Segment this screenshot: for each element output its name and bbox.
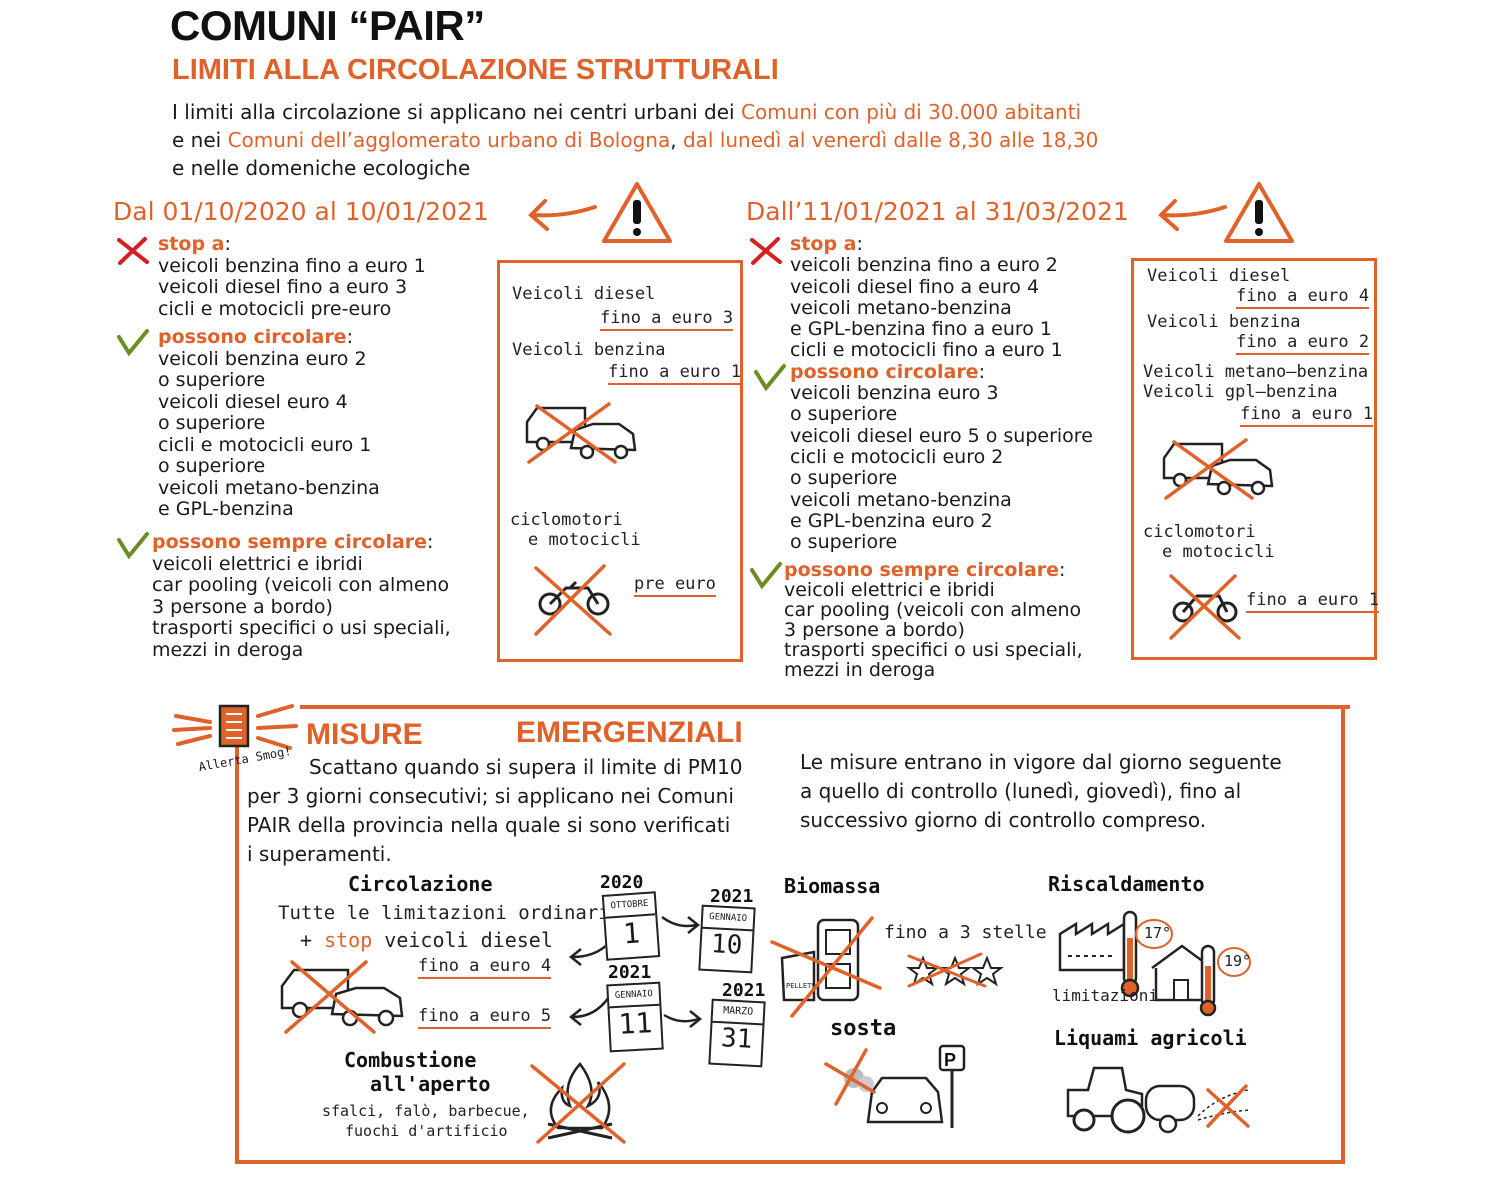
check-icon bbox=[117, 532, 149, 560]
emergency-right-text: Le misure entrano in vigore dal giorno s… bbox=[800, 750, 1282, 832]
period2-lists: stop a: veicoli benzina fino a euro 2 ve… bbox=[790, 233, 1093, 554]
box1-benzina-limit: fino a euro 1 bbox=[608, 362, 742, 385]
circolazione-line1: Tutte le limitazioni ordinarie bbox=[278, 902, 622, 924]
crossed-tractor-icon bbox=[1066, 1066, 1251, 1134]
crossed-parking-icon: P bbox=[824, 1044, 966, 1128]
combustione-title-2: all'aperto bbox=[370, 1072, 491, 1096]
intro-text: I limiti alla circolazione si applicano … bbox=[172, 100, 1099, 180]
box2-moto-label-2: e motocicli bbox=[1162, 542, 1275, 562]
box2-benzina-limit: fino a euro 2 bbox=[1236, 332, 1370, 355]
box2-metano-limit: fino a euro 1 bbox=[1240, 404, 1374, 427]
box2-diesel-limit: fino a euro 4 bbox=[1236, 286, 1370, 309]
crossed-vehicles-icon bbox=[1162, 438, 1274, 500]
box1-moto-label-2: e motocicli bbox=[528, 530, 641, 550]
calendar1: OTTOBRE 1 bbox=[601, 891, 661, 961]
emergency-title-b: EMERGENZIALI bbox=[516, 716, 743, 749]
riscaldamento-label: limitazioni bbox=[1052, 986, 1158, 1005]
liquami-title: Liquami agricoli bbox=[1054, 1026, 1247, 1050]
box1-diesel-limit: fino a euro 3 bbox=[600, 308, 734, 331]
page-subtitle: LIMITI ALLA CIRCOLAZIONE STRUTTURALI bbox=[172, 54, 779, 86]
cross-icon bbox=[750, 237, 782, 265]
period2-always-list: possono sempre circolare: veicoli elettr… bbox=[784, 559, 1083, 681]
riscaldamento-title: Riscaldamento bbox=[1048, 872, 1205, 896]
arrow-left-icon bbox=[528, 199, 597, 231]
check-icon bbox=[117, 329, 149, 357]
period1-always-list: possono sempre circolare: veicoli elettr… bbox=[152, 531, 451, 661]
box2-metano-label: Veicoli metano–benzina bbox=[1143, 362, 1369, 382]
box2-moto-limit: fino a euro 1 bbox=[1246, 590, 1380, 613]
period1-box bbox=[497, 260, 743, 662]
calendar4: MARZO 31 bbox=[708, 998, 766, 1068]
calendar3-year: 2021 bbox=[608, 962, 652, 983]
warning-icon bbox=[1224, 182, 1294, 243]
arrow-left-icon bbox=[1158, 199, 1227, 231]
circolazione-line2: + stop veicoli diesel bbox=[300, 928, 553, 952]
box1-moto-limit: pre euro bbox=[634, 574, 716, 597]
calendar2-year: 2021 bbox=[710, 886, 754, 907]
arrows-right-icon bbox=[661, 915, 703, 1028]
crossed-stars-icon bbox=[906, 952, 1004, 988]
crossed-stove-icon: PELLETS bbox=[770, 916, 882, 1018]
crossed-vehicles-icon bbox=[280, 960, 404, 1034]
biomassa-limit: fino a 3 stelle bbox=[884, 922, 1047, 943]
sosta-title: sosta bbox=[830, 1016, 897, 1041]
emergency-frame bbox=[235, 705, 1345, 1164]
emergency-top-border bbox=[300, 705, 1350, 709]
combustione-desc-1: sfalci, falò, barbecue, bbox=[322, 1102, 530, 1120]
combustione-desc-2: fuochi d'artificio bbox=[345, 1122, 508, 1140]
pellets-label: PELLETS bbox=[786, 982, 816, 990]
warning-icon bbox=[602, 182, 672, 243]
period2-box bbox=[1131, 258, 1377, 660]
calendar4-year: 2021 bbox=[722, 980, 766, 1001]
calendar2: GENNAIO 10 bbox=[698, 904, 756, 974]
combustione-title-1: Combustione bbox=[344, 1048, 477, 1072]
calendar3: GENNAIO 11 bbox=[606, 981, 664, 1053]
riscaldamento-temp1: 17° bbox=[1144, 924, 1172, 942]
crossed-motorcycle-icon bbox=[1169, 574, 1241, 640]
box2-moto-label-1: ciclomotori bbox=[1143, 522, 1256, 542]
crossed-vehicles-icon bbox=[525, 402, 637, 464]
box2-diesel-label: Veicoli diesel bbox=[1147, 266, 1291, 286]
emergency-title-a: MISURE bbox=[306, 718, 423, 751]
biomassa-title: Biomassa bbox=[784, 874, 881, 898]
circolazione-limit2: fino a euro 5 bbox=[418, 1006, 552, 1029]
box2-benzina-label: Veicoli benzina bbox=[1147, 312, 1301, 332]
check-icon bbox=[750, 562, 782, 590]
riscaldamento-temp2: 19° bbox=[1224, 952, 1252, 970]
parking-label: P bbox=[944, 1050, 956, 1070]
check-icon bbox=[754, 364, 786, 392]
period1-lists: stop a: veicoli benzina fino a euro 1 ve… bbox=[158, 233, 426, 520]
crossed-motorcycle-icon bbox=[534, 564, 612, 636]
alert-megaphone-icon bbox=[172, 704, 298, 750]
period2-title: Dall’11/01/2021 al 31/03/2021 bbox=[746, 197, 1129, 226]
period1-title: Dal 01/10/2020 al 10/01/2021 bbox=[113, 197, 489, 226]
cross-icon bbox=[117, 237, 149, 265]
box1-diesel-label: Veicoli diesel bbox=[512, 284, 656, 304]
circolazione-limit1: fino a euro 4 bbox=[418, 956, 552, 979]
box2-gpl-label: Veicoli gpl–benzina bbox=[1143, 382, 1338, 402]
emergency-left-text: Scattano quando si supera il limite di P… bbox=[247, 755, 743, 866]
box1-moto-label-1: ciclomotori bbox=[510, 510, 623, 530]
calendar1-year: 2020 bbox=[600, 872, 644, 893]
heating-icon bbox=[1058, 910, 1251, 1017]
box1-benzina-label: Veicoli benzina bbox=[512, 340, 666, 360]
page-title: COMUNI “PAIR” bbox=[170, 2, 485, 49]
crossed-fire-icon bbox=[530, 1062, 626, 1144]
circolazione-title: Circolazione bbox=[348, 872, 493, 896]
